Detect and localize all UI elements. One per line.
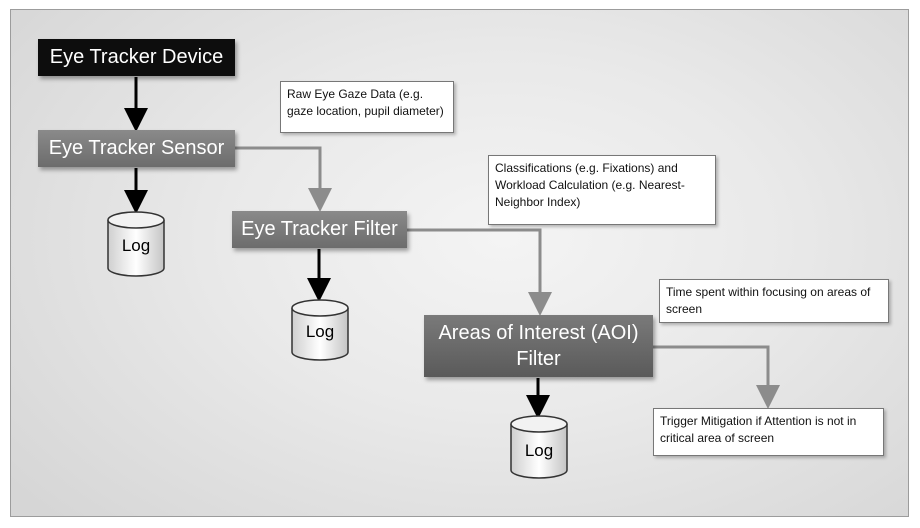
note-time-spent: Time spent within focusing on areas of s… — [659, 279, 889, 323]
node-aoi-filter: Areas of Interest (AOI) Filter — [424, 315, 653, 377]
node-eye-tracker-filter: Eye Tracker Filter — [232, 211, 407, 248]
node-eye-tracker-sensor: Eye Tracker Sensor — [38, 130, 235, 167]
node-eye-tracker-device: Eye Tracker Device — [38, 39, 235, 76]
note-classifications: Classifications (e.g. Fixations) and Wor… — [488, 155, 716, 225]
arrow-filter-to-aoi — [407, 228, 552, 316]
arrow-sensor-to-filter — [235, 146, 332, 212]
log-label-1: Log — [121, 236, 151, 255]
log-label-3: Log — [524, 441, 554, 460]
arrow-aoi-to-trigger — [653, 345, 780, 409]
log-cylinder-2 — [291, 299, 349, 361]
log-cylinder-3 — [510, 415, 568, 479]
log-cylinder-1 — [107, 211, 165, 277]
note-trigger-mitigation: Trigger Mitigation if Attention is not i… — [653, 408, 884, 456]
log-label-2: Log — [305, 322, 335, 341]
note-raw-gaze-data: Raw Eye Gaze Data (e.g. gaze location, p… — [280, 81, 454, 133]
